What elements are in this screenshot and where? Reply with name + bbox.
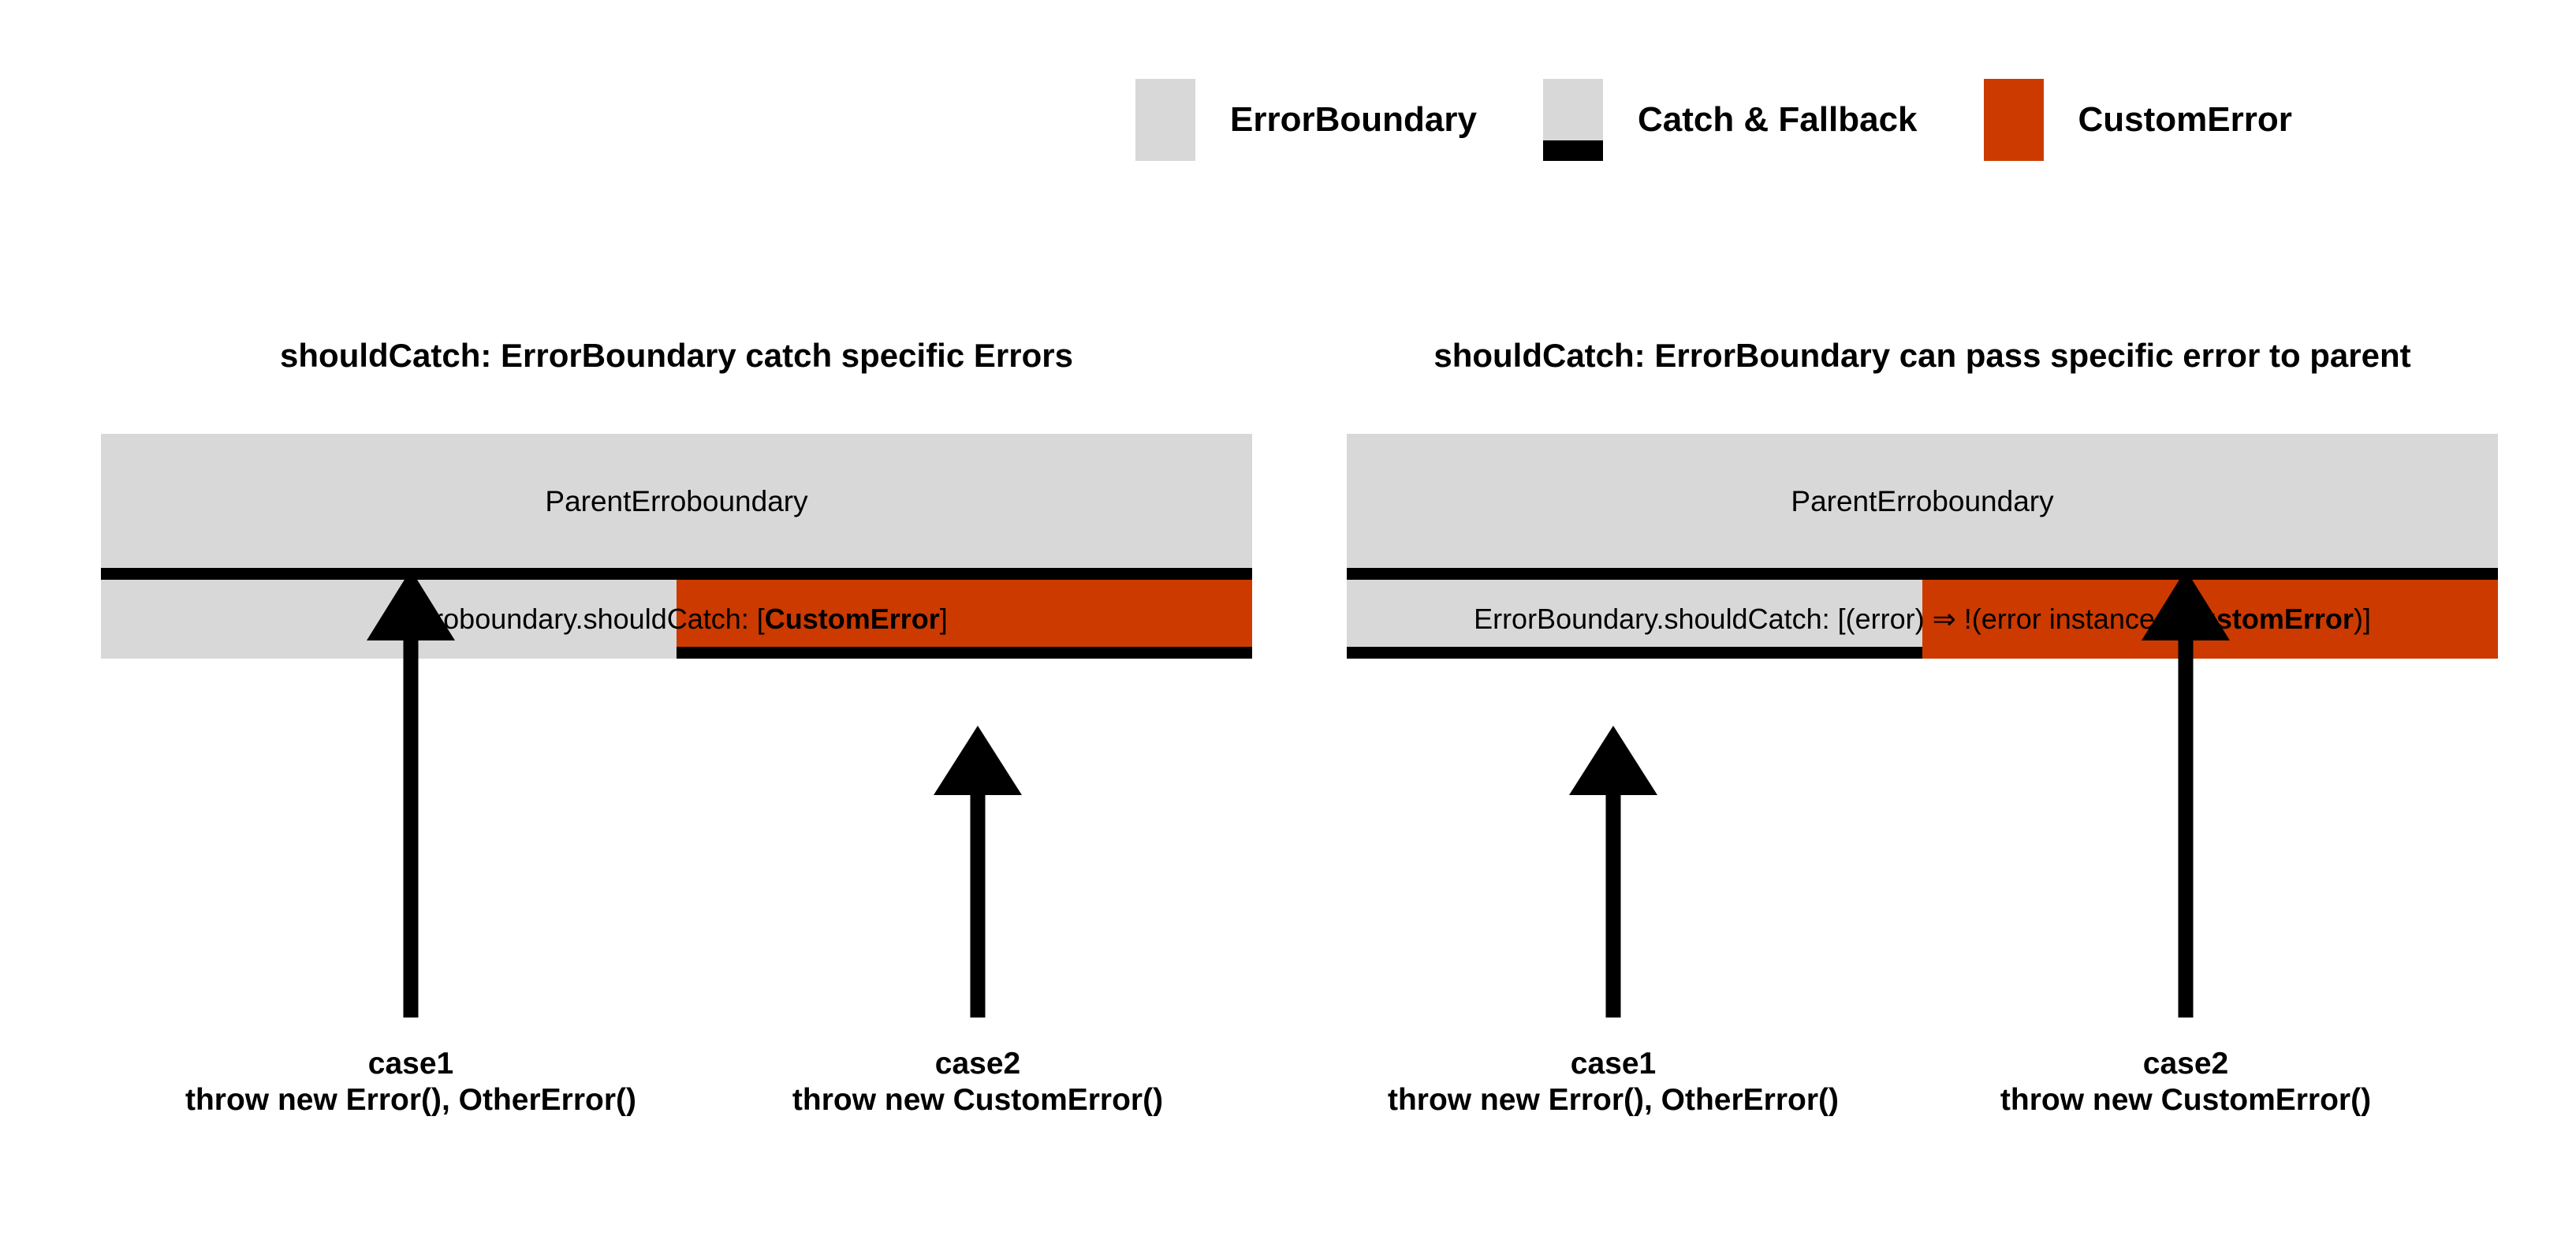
panel-catch-specific-errors: shouldCatch: ErrorBoundary catch specifi… [101, 337, 1252, 659]
case-code: throw new Error(), OtherError() [185, 1083, 637, 1118]
case-code: throw new Error(), OtherError() [1387, 1083, 1840, 1118]
case-caption-right-2: case2 throw new CustomError() [2000, 1046, 2371, 1118]
child-half-gray [1347, 580, 1922, 659]
case-name: case1 [1570, 1047, 1657, 1081]
case-code: throw new CustomError() [2000, 1083, 2372, 1118]
arrow-left-case2 [934, 726, 1022, 1018]
child-boundary-row: Erroboundary.shouldCatch: [CustomError] [101, 580, 1252, 659]
legend-item-errorboundary: ErrorBoundary [1135, 79, 1477, 161]
case-name: case1 [367, 1047, 454, 1081]
legend-item-customerror: CustomError [1983, 79, 2292, 161]
child-half-gray [101, 580, 677, 659]
legend: ErrorBoundary Catch & Fallback CustomErr… [1135, 79, 2292, 161]
legend-label-catch-fallback: Catch & Fallback [1637, 100, 1918, 139]
legend-label-customerror: CustomError [2078, 100, 2292, 139]
boundary-stack: ParentErroboundary ErrorBoundary.shouldC… [1347, 434, 2498, 659]
parent-error-boundary-label: ParentErroboundary [545, 484, 808, 517]
parent-error-boundary-band: ParentErroboundary [101, 434, 1252, 580]
case-code: throw new CustomError() [792, 1083, 1164, 1118]
case-name: case2 [934, 1047, 1021, 1081]
child-half-orange [1922, 580, 2498, 659]
panel-title: shouldCatch: ErrorBoundary can pass spec… [1433, 337, 2411, 374]
case-caption-left-1: case1 throw new Error(), OtherError() [185, 1046, 636, 1118]
parent-error-boundary-label: ParentErroboundary [1791, 484, 2054, 517]
legend-item-catch-fallback: Catch & Fallback [1542, 79, 1918, 161]
arrow-right-case1 [1569, 726, 1657, 1018]
case-caption-left-2: case2 throw new CustomError() [792, 1046, 1163, 1118]
orange-square-icon [1983, 79, 2044, 161]
legend-label-errorboundary: ErrorBoundary [1230, 100, 1477, 139]
gray-square-with-black-bottom-icon [1542, 79, 1603, 161]
boundary-stack: ParentErroboundary Erroboundary.shouldCa… [101, 434, 1252, 659]
panel-title: shouldCatch: ErrorBoundary catch specifi… [280, 337, 1073, 374]
case-caption-right-1: case1 throw new Error(), OtherError() [1388, 1046, 1839, 1118]
parent-error-boundary-band: ParentErroboundary [1347, 434, 2498, 580]
panel-pass-error-to-parent: shouldCatch: ErrorBoundary can pass spec… [1347, 337, 2498, 659]
case-name: case2 [2142, 1047, 2229, 1081]
gray-square-icon [1135, 79, 1195, 161]
child-half-orange [677, 580, 1252, 659]
child-boundary-row: ErrorBoundary.shouldCatch: [(error) ⇒ !(… [1347, 580, 2498, 659]
